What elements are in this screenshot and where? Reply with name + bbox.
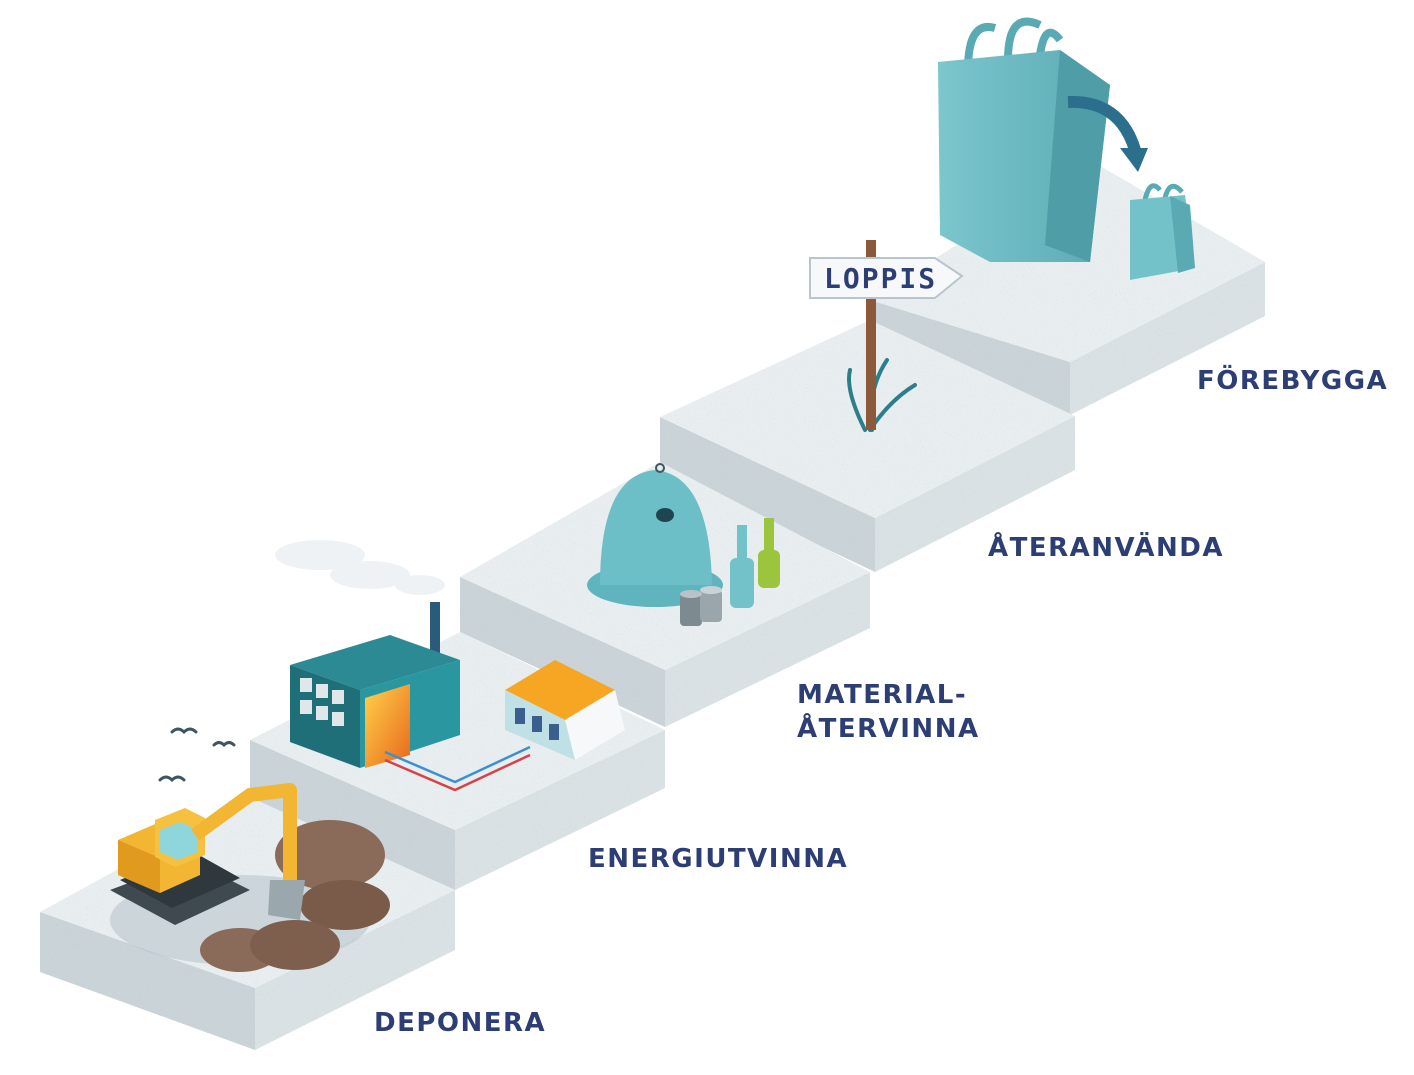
birds-icon: [158, 727, 236, 783]
signpost-text: LOPPIS: [824, 262, 937, 295]
step-label-material-line1: MATERIAL-: [797, 680, 968, 710]
step-label-forebygga: FÖREBYGGA: [1197, 366, 1389, 396]
step-label-ateranvanda: ÅTERANVÄNDA: [988, 533, 1224, 563]
small-shopping-bag-icon: [1130, 183, 1195, 280]
step-label-deponera: DEPONERA: [374, 1008, 547, 1038]
cans-icon: [680, 586, 722, 626]
signpost-icon: [809, 240, 964, 432]
factory-icon: [290, 602, 460, 768]
arrow-icon: [1067, 95, 1148, 172]
smoke-icon: [275, 540, 445, 595]
house-icon: [505, 660, 625, 760]
step-label-energiutvinna: ENERGIUTVINNA: [588, 844, 849, 874]
bottles-icon: [730, 518, 780, 608]
excavator-icon: [110, 783, 305, 925]
step-label-material-line2: ÅTERVINNA: [797, 714, 980, 744]
large-shopping-bag-icon: [938, 17, 1110, 262]
heating-pipes-icon: [384, 745, 531, 792]
step-label-materialatervinna: MATERIAL- ÅTERVINNA: [797, 678, 980, 746]
